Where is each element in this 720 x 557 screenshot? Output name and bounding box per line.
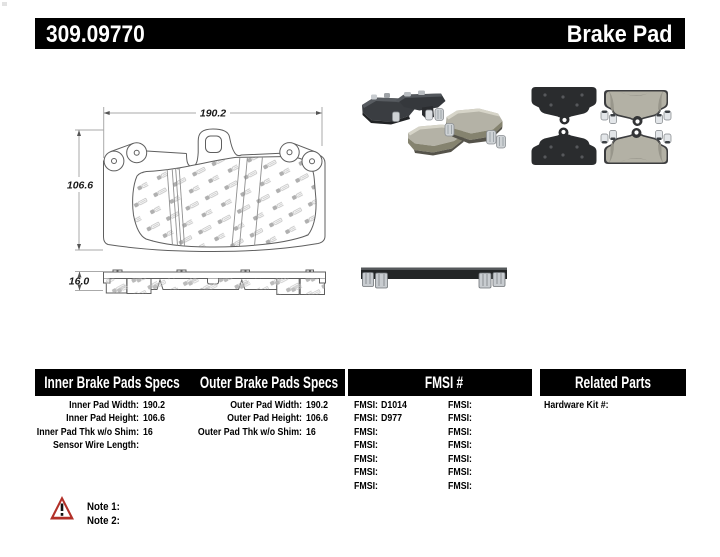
svg-text:190.2: 190.2 <box>200 108 226 120</box>
svg-text:16.0: 16.0 <box>69 276 90 288</box>
svg-text:106.6: 106.6 <box>67 180 93 192</box>
